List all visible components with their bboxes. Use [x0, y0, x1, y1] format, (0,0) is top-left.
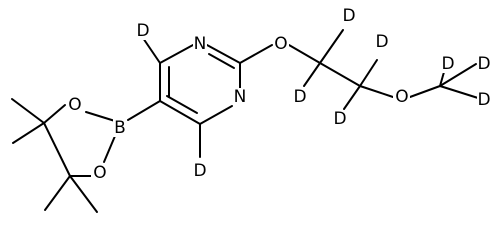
deuterium-label-c2b: D: [333, 109, 346, 129]
bond-c2-o: [239, 44, 273, 64]
label-bg: [136, 22, 150, 40]
oxygen-label-boronate-2: O: [93, 163, 106, 183]
label-bg: [477, 91, 491, 109]
bond-c1-c2-ring: [43, 122, 71, 177]
bond-n1-c2: [206, 44, 241, 64]
label-bg: [193, 35, 207, 53]
bond-c2-me-b: [69, 175, 98, 213]
oxygen-label-ether-1: O: [274, 34, 287, 54]
bond-c2-d-b: [343, 85, 361, 110]
nitrogen-label-n3: N: [234, 87, 247, 107]
atom-labels: D N O D D D D D D O D N O B O D: [66, 6, 491, 183]
bond-c1-me-a: [11, 98, 45, 124]
deuterium-label-methyl-3: D: [477, 90, 490, 110]
bond-c1-me-b: [12, 122, 45, 144]
bond-o1-c1: [43, 104, 66, 124]
deuterium-label-top: D: [136, 21, 149, 41]
bond-c4-c5-inner: [166, 95, 198, 114]
label-bg: [193, 162, 207, 180]
bond-c3-d-a: [439, 71, 445, 87]
bond-c1-c2: [319, 62, 361, 87]
bond-o-c1: [288, 44, 321, 64]
label-bg: [91, 164, 108, 182]
bond-b-o1: [85, 111, 116, 122]
deuterium-label-c2a: D: [375, 32, 388, 52]
bond-c1-d-b: [303, 62, 321, 87]
deuterium-label-c1a: D: [342, 6, 355, 26]
bond-c4-c5: [159, 100, 201, 125]
deuterium-label-bottom: D: [193, 161, 206, 181]
bond-c1-d-a: [319, 29, 344, 64]
deuterium-label-methyl-2: D: [477, 54, 490, 74]
bond-c2-o2: [359, 85, 394, 98]
bond-o2-c3: [409, 85, 441, 98]
boron-label: B: [114, 118, 126, 138]
bond-c6-d: [142, 37, 161, 64]
bond-n3-c4: [199, 105, 233, 125]
label-bg: [441, 55, 455, 73]
label-bg: [477, 55, 491, 73]
deuterium-label-methyl-1: D: [441, 54, 454, 74]
bond-c2-d-a: [359, 59, 378, 87]
bond-c2-me-a: [44, 175, 71, 211]
bond-c3-d-c: [439, 85, 479, 99]
bonds: [11, 29, 479, 213]
label-bg: [375, 33, 389, 51]
label-bg: [293, 88, 307, 106]
label-bg: [233, 88, 247, 106]
bond-b-o2: [103, 135, 116, 163]
label-bg: [113, 119, 127, 137]
bond-c5-b: [127, 100, 161, 121]
label-bg: [66, 96, 83, 114]
molecule-structure: D N O D D D D D D O D N O B O D: [11, 6, 491, 213]
oxygen-label-ether-2: O: [395, 87, 408, 107]
deuterium-label-c1b: D: [293, 87, 306, 107]
label-bg: [393, 88, 410, 106]
label-bg: [333, 110, 347, 128]
bond-c6-n1: [159, 44, 194, 64]
label-bg: [342, 7, 356, 25]
nitrogen-label-n1: N: [194, 34, 207, 54]
label-bg: [273, 35, 289, 53]
bond-c3-d-b: [439, 63, 477, 87]
bond-n1-c2-inner: [208, 53, 235, 69]
oxygen-label-boronate-1: O: [68, 95, 81, 115]
